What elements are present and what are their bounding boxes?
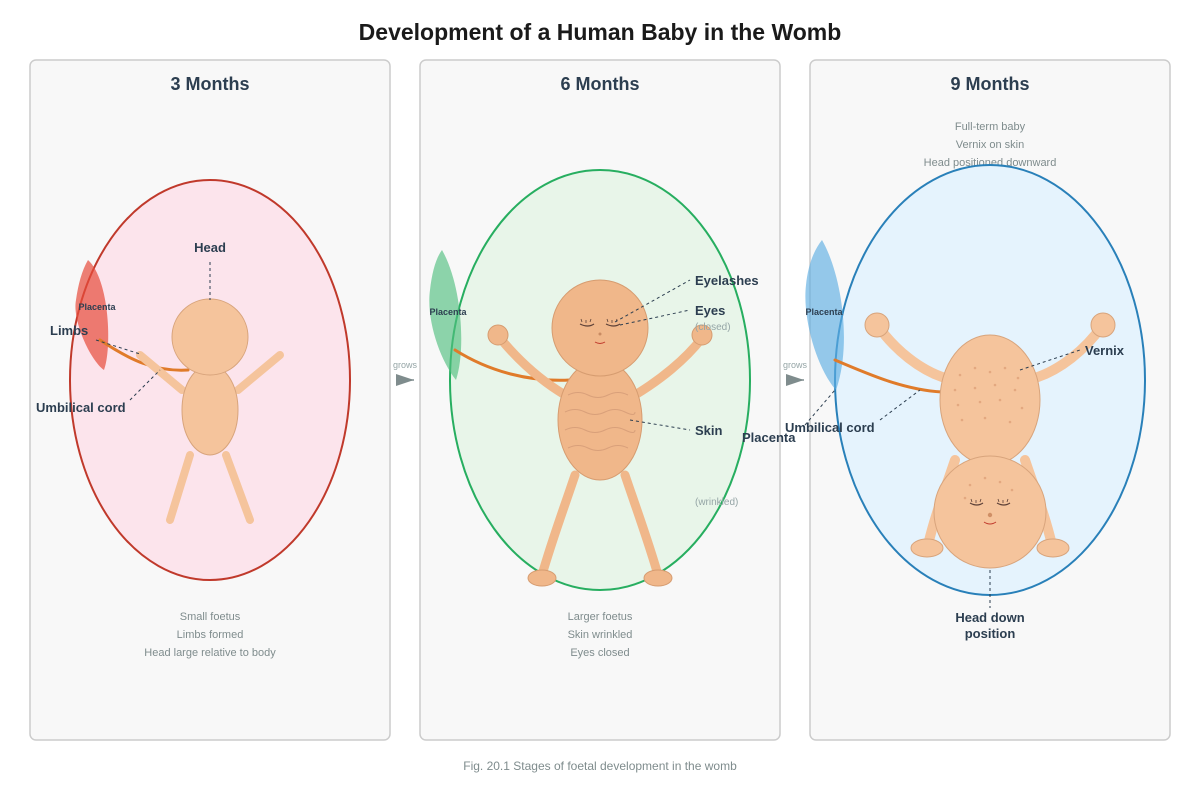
- placenta-label: Placenta: [78, 302, 116, 312]
- note-line: Skin wrinkled: [568, 629, 633, 641]
- head-label: Head: [194, 240, 226, 255]
- vernix-dots: [953, 366, 1024, 500]
- placenta: [75, 260, 109, 370]
- right-foot: [643, 569, 673, 587]
- cord-label: Umbilical cord: [785, 420, 875, 435]
- eyes-label: Eyes: [695, 303, 725, 318]
- foetus-body: [181, 364, 239, 456]
- placenta: [429, 250, 462, 380]
- diagram-title: Development of a Human Baby in the Womb: [359, 19, 842, 45]
- placenta-leader: [804, 389, 836, 426]
- left-leg: [537, 470, 580, 580]
- eyes-sublabel: (closed): [695, 322, 731, 333]
- skin-wrinkle: [564, 409, 636, 415]
- left-hand: [864, 312, 890, 338]
- skin-label: Skin: [695, 423, 723, 438]
- closed-eye-left: [579, 323, 595, 327]
- panel-title: 9 Months: [951, 74, 1030, 94]
- left-hand: [487, 324, 509, 346]
- foetus-head: [933, 455, 1047, 569]
- foetus-6-months: [487, 279, 713, 587]
- right-hand: [1090, 312, 1116, 338]
- note-line: Full-term baby: [955, 121, 1026, 133]
- right-leg: [222, 451, 254, 524]
- right-arm: [234, 351, 284, 394]
- foetus-body: [939, 334, 1041, 466]
- cord-leader: [879, 389, 921, 421]
- head-down-label: Head down: [955, 610, 1024, 625]
- panel-9-months: 9 Months Full-term baby Vernix on skin H…: [742, 59, 1171, 741]
- nose: [598, 332, 602, 336]
- head-down-label: position: [965, 626, 1016, 641]
- nose: [987, 512, 993, 518]
- note-line: Small foetus: [180, 611, 241, 623]
- closed-eye-right: [605, 323, 621, 327]
- placenta-side-label: Placenta: [742, 430, 796, 445]
- left-arm: [495, 333, 570, 400]
- panel-6-months: 6 Months Placenta Eyelashes: [419, 59, 781, 741]
- grows-arrow-2: grows: [783, 360, 808, 386]
- note-line: Larger foetus: [568, 611, 633, 623]
- right-arm: [630, 333, 707, 400]
- umbilical-cord: [833, 358, 944, 394]
- foetus-9-months: [864, 312, 1116, 569]
- cord-label: Umbilical cord: [36, 400, 126, 415]
- eyelashes-label: Eyelashes: [695, 273, 759, 288]
- note-line: Limbs formed: [177, 629, 244, 641]
- panel-title: 6 Months: [561, 74, 640, 94]
- mouth: [983, 521, 997, 525]
- arrow-label: grows: [783, 360, 808, 370]
- note-line: Vernix on skin: [956, 139, 1024, 151]
- skin-wrinkle: [564, 427, 636, 433]
- umbilical-cord: [98, 338, 190, 372]
- panel-title: 3 Months: [171, 74, 250, 94]
- vernix-leader: [1019, 349, 1081, 371]
- eyelashes-leader: [614, 279, 691, 323]
- closed-eye-right: [996, 502, 1011, 506]
- closed-eye-left: [969, 502, 984, 506]
- right-foot: [1036, 538, 1070, 558]
- right-leg: [620, 470, 663, 580]
- vernix-label: Vernix: [1085, 343, 1125, 358]
- left-leg: [166, 451, 194, 524]
- limbs-label: Limbs: [50, 323, 88, 338]
- skin-wrinkle: [567, 392, 629, 398]
- limbs-leader: [95, 339, 141, 355]
- umbilical-cord: [453, 348, 572, 382]
- note-line: Head positioned downward: [924, 157, 1057, 169]
- skin-leader: [629, 419, 691, 431]
- right-hand: [691, 324, 713, 346]
- foetus-body: [557, 359, 643, 481]
- arrow-label: grows: [393, 360, 418, 370]
- panel-3-months: 3 Months Placenta Head Limbs Umbilical c…: [29, 59, 391, 741]
- eyelashes-icon: [580, 318, 618, 323]
- foetus-head: [551, 279, 649, 377]
- figure-caption: Fig. 20.1 Stages of foetal development i…: [463, 759, 737, 773]
- note-line: Head large relative to body: [144, 647, 276, 659]
- placenta: [805, 240, 844, 390]
- note-line: Eyes closed: [570, 647, 629, 659]
- placenta-label: Placenta: [429, 307, 467, 317]
- skin-sublabel: (wrinkled): [695, 497, 738, 508]
- foetus-head: [171, 298, 249, 376]
- left-foot: [527, 569, 557, 587]
- grows-arrow-1: grows: [393, 360, 418, 386]
- placenta-label: Placenta: [805, 307, 843, 317]
- skin-wrinkle: [567, 445, 629, 451]
- foetus-3-months: [136, 298, 284, 524]
- cord-leader: [129, 369, 161, 401]
- eyelashes-icon: [970, 498, 1009, 503]
- left-foot: [910, 538, 944, 558]
- left-arm: [136, 351, 186, 394]
- mouth: [594, 341, 606, 344]
